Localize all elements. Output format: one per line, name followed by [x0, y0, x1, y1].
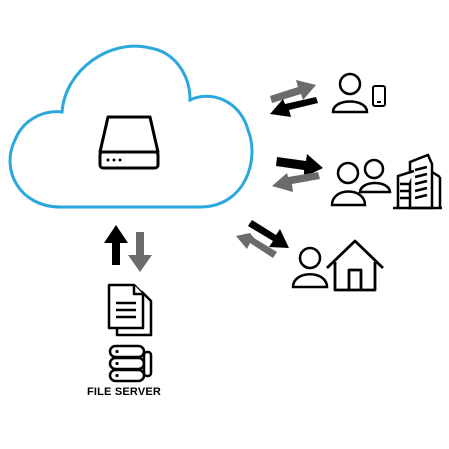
user-group-icon	[330, 158, 392, 207]
upload-arrow	[104, 225, 128, 265]
arrow-from-mobile	[270, 97, 318, 117]
file-server-label: FILE SERVER	[86, 386, 162, 398]
documents-icon	[107, 283, 153, 337]
cloud-icon	[8, 44, 254, 209]
office-building-icon	[393, 153, 442, 210]
arrow-to-mobile	[270, 80, 316, 103]
user-icon	[331, 72, 369, 114]
user-icon	[291, 246, 329, 289]
house-icon	[326, 239, 384, 292]
arrow-to-office	[276, 154, 323, 177]
server-drive-icon	[98, 115, 160, 170]
arrow-from-home	[236, 233, 277, 258]
smartphone-icon	[372, 85, 386, 107]
arrow-from-office	[272, 172, 320, 192]
server-rack-icon	[108, 344, 153, 383]
arrow-to-home	[248, 220, 289, 248]
download-arrow	[128, 232, 152, 272]
